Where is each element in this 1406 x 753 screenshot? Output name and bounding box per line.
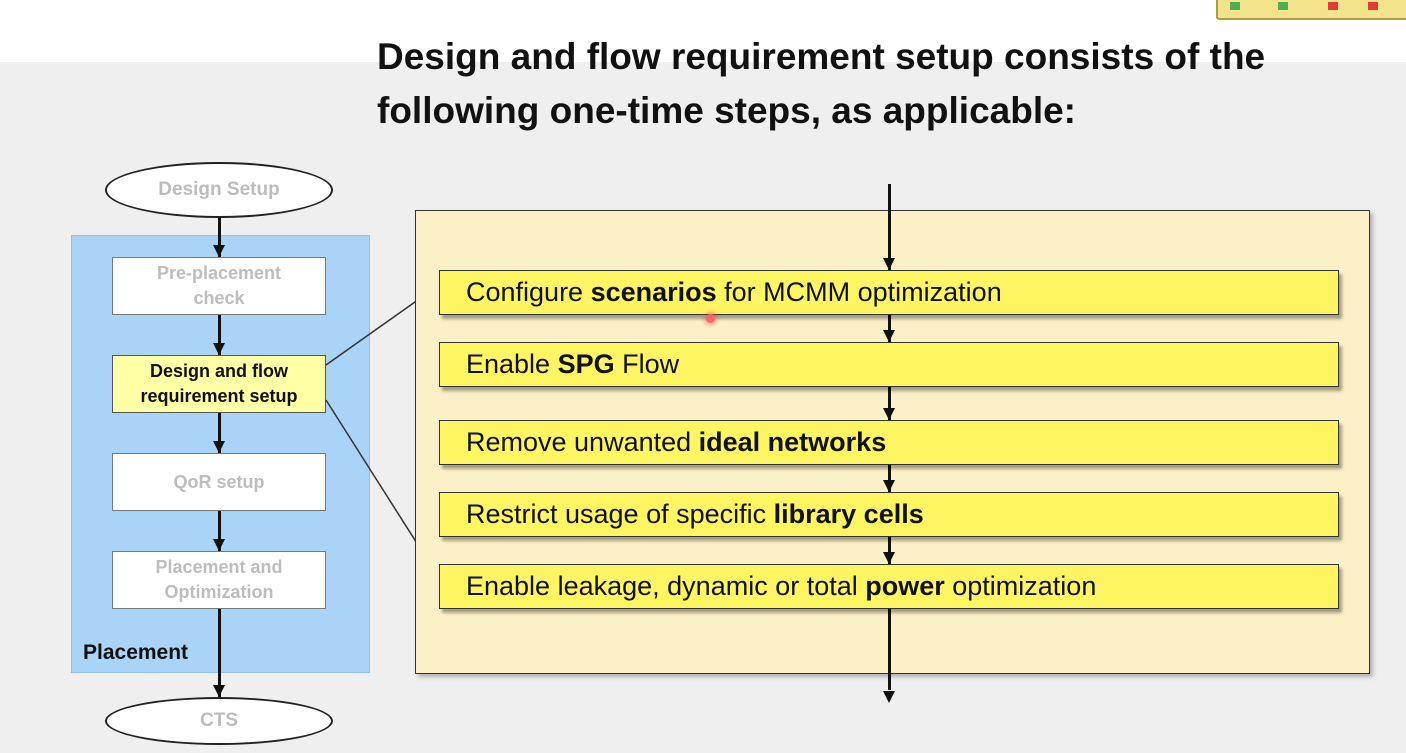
detail-text: Restrict usage of specific: [466, 499, 774, 529]
arrow-head-icon: [883, 258, 895, 270]
arrow-head-icon: [883, 408, 895, 420]
detail-step-power-optimization: Enable leakage, dynamic or total power o…: [439, 564, 1339, 609]
slide-title-line-2: following one-time steps, as applicable:: [377, 90, 1077, 131]
logo-mark-red: [1368, 2, 1378, 10]
placement-group-label: Placement: [83, 641, 189, 664]
detail-step-configure-scenarios: Configure scenarios for MCMM optimizatio…: [439, 270, 1339, 315]
arrow-head-icon: [883, 330, 895, 342]
pointer-cursor-icon: [706, 314, 715, 323]
slide-title: Design and flow requirement setup consis…: [377, 30, 1397, 138]
logo-mark-green: [1230, 2, 1240, 10]
step-label-line-1: Pre-placement: [156, 263, 282, 283]
step-label-line-2: requirement setup: [140, 386, 298, 406]
detail-step-restrict-library-cells: Restrict usage of specific library cells: [439, 492, 1339, 537]
detail-keyword: library cells: [773, 499, 924, 529]
detail-keyword: ideal networks: [698, 427, 887, 457]
detail-keyword: SPG: [557, 349, 615, 379]
arrow-head-icon: [213, 343, 225, 355]
detail-step-enable-spg: Enable SPG Flow: [439, 342, 1339, 387]
logo-mark-red: [1328, 2, 1338, 10]
slide-top-band: [0, 0, 1406, 62]
step-label: QoR setup: [173, 471, 265, 492]
arrow-head-icon: [883, 552, 895, 564]
detail-text: optimization: [944, 571, 1097, 601]
slide-title-line-1: Design and flow requirement setup consis…: [377, 36, 1266, 77]
step-label-line-2: Optimization: [164, 582, 274, 602]
pre-placement-check-step: Pre-placement check: [112, 257, 326, 315]
arrow-head-icon: [213, 441, 225, 453]
detail-text: for MCMM optimization: [716, 277, 1002, 307]
design-setup-node: Design Setup: [105, 162, 333, 218]
arrow-head-icon: [213, 685, 225, 697]
detail-keyword: scenarios: [590, 277, 717, 307]
detail-step-remove-ideal-networks: Remove unwanted ideal networks: [439, 420, 1339, 465]
step-label-line-1: Design and flow: [149, 361, 288, 381]
detail-text: Flow: [614, 349, 680, 379]
brand-logo: [1216, 0, 1406, 20]
detail-text: Enable: [466, 349, 558, 379]
step-label-line-1: Placement and: [155, 557, 283, 577]
design-flow-requirement-setup-step: Design and flow requirement setup: [112, 355, 326, 413]
cts-node: CTS: [105, 697, 333, 745]
detail-text: Remove unwanted: [466, 427, 699, 457]
detail-text: Enable leakage, dynamic or total: [466, 571, 866, 601]
step-label-line-2: check: [193, 288, 245, 308]
arrow-head-icon: [883, 691, 895, 703]
detail-text: Configure: [466, 277, 591, 307]
arrow-head-icon: [213, 539, 225, 551]
arrow-head-icon: [883, 480, 895, 492]
arrow-head-icon: [213, 245, 225, 257]
detail-keyword: power: [865, 571, 945, 601]
logo-mark-green: [1278, 2, 1288, 10]
qor-setup-step: QoR setup: [112, 453, 326, 511]
